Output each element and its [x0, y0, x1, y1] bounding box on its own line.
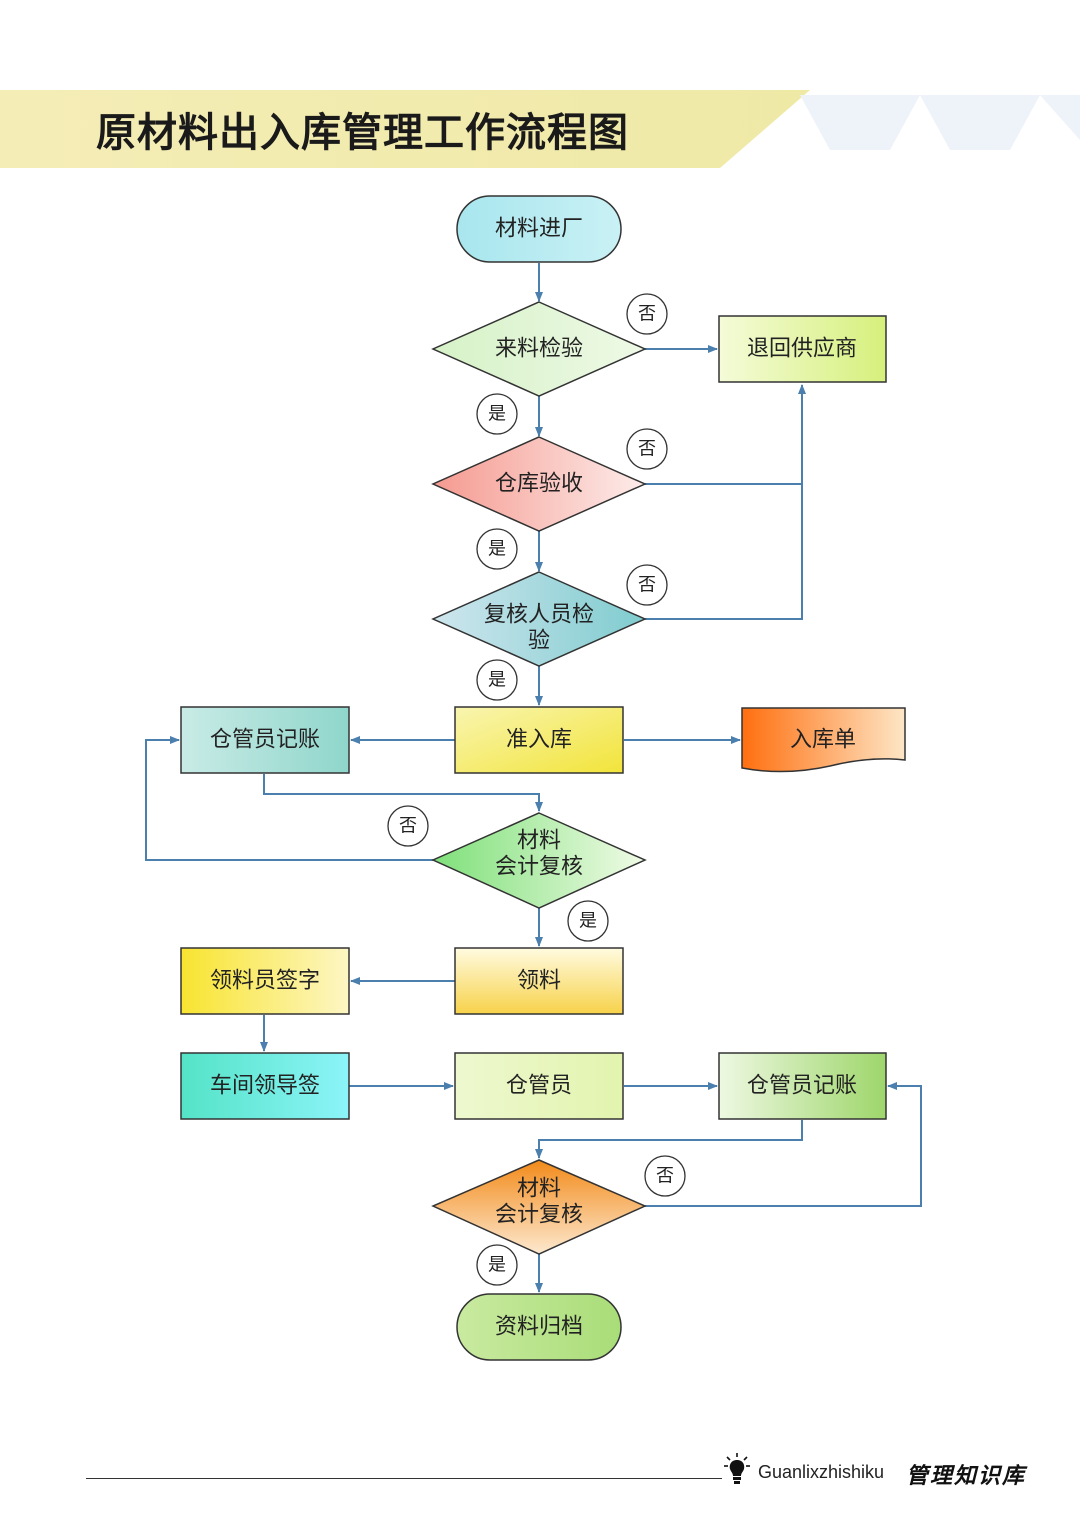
yes-badge-label: 是: [488, 670, 506, 691]
incoming-inspection-decision: [431, 301, 647, 397]
workshop-leader-sign-label: 车间领导签: [210, 1074, 320, 1099]
footer: Guanlixzhishiku 管理知识库: [0, 1440, 1080, 1520]
storage-slip-document: [741, 707, 906, 773]
line-review-to-return: [645, 484, 803, 620]
no-badge: [626, 293, 668, 335]
arrow-acceptance-to-return: [645, 384, 806, 485]
no-badge-label: 否: [399, 816, 417, 837]
page-title: 原材料出入库管理工作流程图: [96, 110, 629, 156]
connectors: [145, 263, 922, 1293]
return-supplier-box: [718, 315, 887, 383]
footer-brand-chinese: 管理知识库: [906, 1463, 1027, 1489]
accounting-review-2-label-line2: 会计复核: [495, 1203, 583, 1228]
accounting-review-decision-1: [431, 812, 647, 909]
accounting-review-2-label-line1: 材料: [517, 1177, 561, 1202]
no-badge-label: 否: [638, 439, 656, 460]
storage-slip-label: 入库单: [790, 728, 856, 753]
end-terminal: [456, 1293, 622, 1361]
warehouse-acceptance-label: 仓库验收: [495, 472, 583, 497]
yes-badge-label: 是: [488, 404, 506, 425]
flowchart: 材料进厂 来料检验 退回供应商 仓库验收 复核人员检 验 准入库 入库单 仓管员…: [145, 195, 922, 1361]
no-badge: [626, 564, 668, 606]
no-badge: [387, 805, 429, 847]
warehouse-keeper-label: 仓管员: [506, 1074, 572, 1099]
footer-divider: [86, 1478, 722, 1479]
no-badge-label: 否: [656, 1166, 674, 1187]
accounting-review-decision-2: [431, 1159, 647, 1255]
yes-badge: [476, 1244, 518, 1286]
pick-material-label: 领料: [517, 969, 561, 994]
keeper-bookkeeping-box-1: [180, 706, 350, 774]
no-badge-label: 否: [638, 575, 656, 596]
title-banner: [0, 90, 1080, 168]
accounting-review-1-label-line2: 会计复核: [495, 855, 583, 880]
picker-sign-label: 领料员签字: [210, 969, 320, 994]
arrow-review1-no-to-keeper1: [145, 736, 433, 861]
keeper-bookkeeping-label-1: 仓管员记账: [210, 728, 320, 753]
end-label: 资料归档: [495, 1315, 583, 1340]
yes-badge-label: 是: [488, 1255, 506, 1276]
footer-brand: Guanlixzhishiku: [758, 1462, 885, 1482]
start-terminal: [456, 195, 622, 263]
no-badge: [644, 1155, 686, 1197]
no-badge-label: 否: [638, 304, 656, 325]
yes-badge-label: 是: [579, 911, 597, 932]
approve-storage-box: [454, 706, 624, 774]
accounting-review-1-label-line1: 材料: [517, 829, 561, 854]
return-supplier-label: 退回供应商: [747, 337, 857, 362]
keeper-bookkeeping-label-2: 仓管员记账: [747, 1074, 857, 1099]
approve-storage-label: 准入库: [506, 728, 572, 753]
arrow-keeper1-to-review1: [263, 774, 543, 812]
warehouse-keeper-box: [454, 1052, 624, 1120]
keeper-bookkeeping-box-2: [718, 1052, 887, 1120]
yes-badge: [476, 528, 518, 570]
reviewer-inspection-decision: [431, 571, 647, 667]
arrow-review2-no-to-keeper2: [645, 1082, 922, 1207]
picker-sign-box: [180, 947, 350, 1015]
lightbulb-icon: [724, 1453, 750, 1484]
workshop-leader-sign-box: [180, 1052, 350, 1120]
no-badge: [626, 428, 668, 470]
start-label: 材料进厂: [495, 217, 583, 242]
reviewer-inspection-label-line2: 验: [528, 629, 550, 654]
reviewer-inspection-label-line1: 复核人员检: [484, 603, 594, 628]
yes-badge: [476, 659, 518, 701]
yes-badge: [567, 900, 609, 942]
arrow-keeper2-to-review2: [535, 1120, 803, 1159]
pick-material-box: [454, 947, 624, 1015]
yes-badge: [476, 393, 518, 435]
warehouse-acceptance-decision: [431, 436, 647, 532]
incoming-inspection-label: 来料检验: [495, 337, 583, 362]
yes-badge-label: 是: [488, 539, 506, 560]
